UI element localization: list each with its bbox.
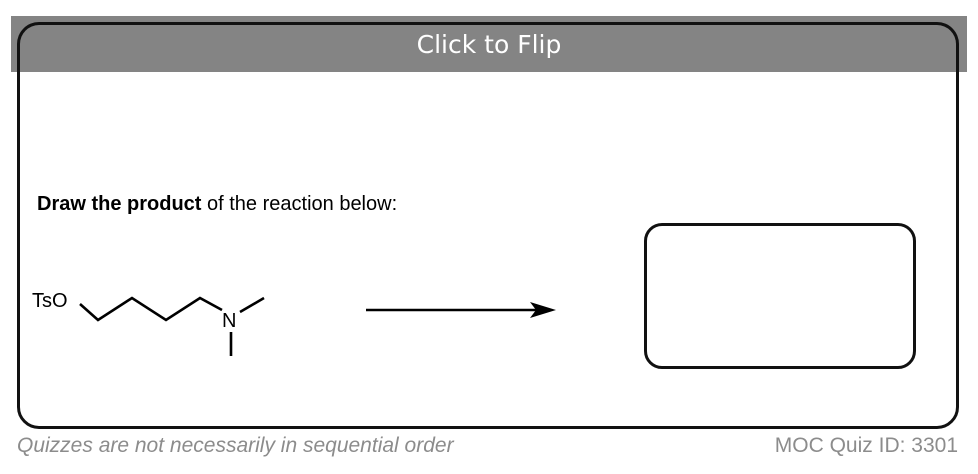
n-methyl-right-bond — [239, 296, 265, 314]
prompt-bold: Draw the product — [37, 193, 202, 215]
product-answer-box[interactable] — [644, 223, 916, 369]
quiz-id: MOC Quiz ID: 3301 — [774, 434, 958, 457]
flip-label: Click to Flip — [416, 29, 562, 59]
click-to-flip-button[interactable]: Click to Flip — [11, 16, 967, 72]
carbon-chain — [79, 296, 223, 322]
nitrogen-label: N — [222, 310, 236, 332]
reaction-arrow-head — [530, 302, 556, 318]
sequence-note: Quizzes are not necessarily in sequentia… — [17, 434, 454, 457]
reaction-scheme: TsO N — [32, 290, 556, 356]
prompt-rest: of the reaction below: — [201, 193, 398, 215]
question-prompt: Draw the product of the reaction below: — [37, 193, 397, 216]
tso-label: TsO — [32, 290, 68, 312]
